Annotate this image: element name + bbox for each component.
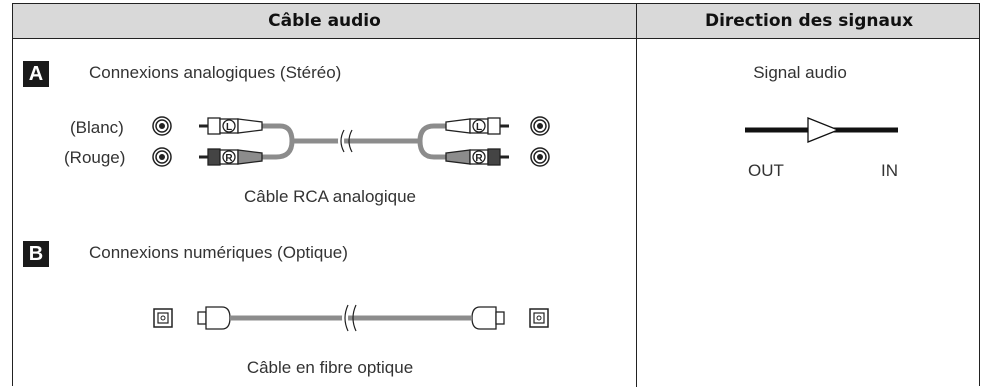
rca-jack-right-white bbox=[530, 116, 550, 136]
plug-mark-right-white: L bbox=[476, 122, 482, 133]
plug-mark-left-white: L bbox=[226, 122, 232, 133]
plug-mark-left-red: R bbox=[225, 153, 233, 164]
cable-break-mark-rca bbox=[338, 128, 353, 154]
section-a-title: Connexions analogiques (Stéréo) bbox=[89, 63, 342, 82]
rca-plug-right-red: R bbox=[445, 148, 509, 166]
rca-cable-wire bbox=[262, 123, 446, 160]
optical-plug-left bbox=[197, 306, 231, 330]
label-red: (Rouge) bbox=[64, 148, 126, 167]
header-signal-direction: Direction des signaux bbox=[704, 11, 914, 31]
optical-plug-right bbox=[471, 306, 505, 330]
section-b-badge: B bbox=[23, 241, 49, 267]
rca-plug-left-red: R bbox=[199, 148, 263, 166]
signal-in-label: IN bbox=[881, 161, 898, 180]
rca-plug-right-white: L bbox=[445, 117, 509, 135]
section-b-title: Connexions numériques (Optique) bbox=[89, 243, 348, 262]
table-header: Câble audio Direction des signaux bbox=[13, 4, 979, 39]
rca-plug-left-white: L bbox=[199, 117, 263, 135]
header-audio-cable: Câble audio bbox=[268, 11, 381, 31]
section-a-badge: A bbox=[23, 61, 49, 87]
column-divider bbox=[636, 4, 637, 387]
rca-jack-right-red bbox=[530, 147, 550, 167]
cable-break-mark-optical bbox=[342, 303, 357, 333]
optical-jack-left bbox=[153, 308, 173, 328]
optical-cable-caption: Câble en fibre optique bbox=[246, 358, 414, 377]
plug-mark-right-red: R bbox=[475, 153, 483, 164]
rca-jack-left-white bbox=[152, 116, 172, 136]
rca-cable-caption: Câble RCA analogique bbox=[243, 187, 416, 206]
signal-direction-arrow bbox=[745, 117, 898, 143]
rca-jack-left-red bbox=[152, 147, 172, 167]
optical-jack-right bbox=[529, 308, 549, 328]
audio-connection-table: Câble audio Direction des signaux bbox=[12, 3, 980, 387]
signal-title: Signal audio bbox=[753, 63, 847, 82]
label-white: (Blanc) bbox=[70, 118, 124, 137]
signal-out-label: OUT bbox=[748, 161, 784, 180]
